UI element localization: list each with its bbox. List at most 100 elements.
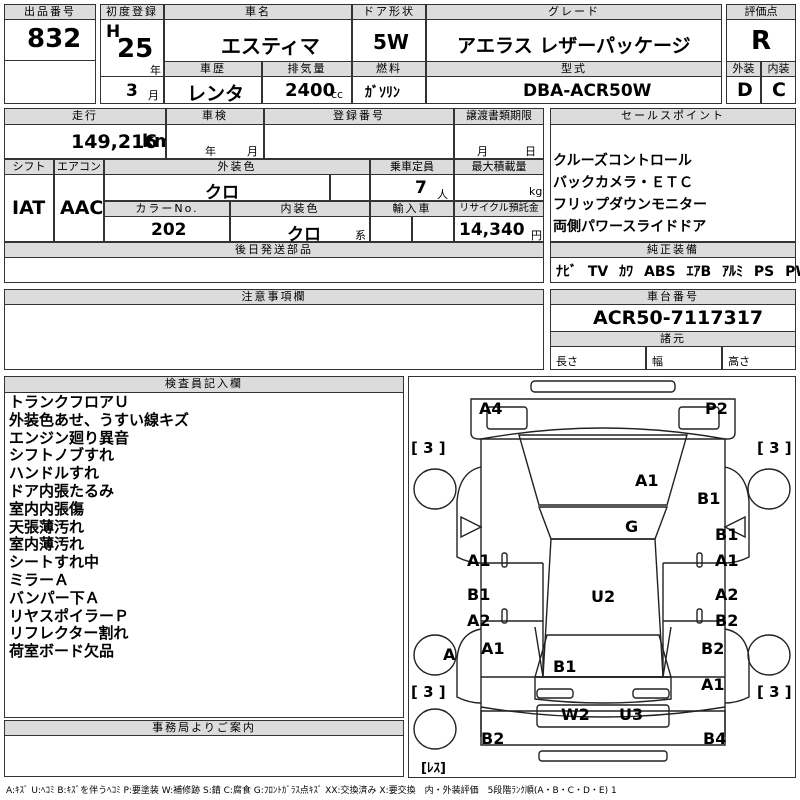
- ext-color-sub-cell: [330, 174, 370, 201]
- front-bumper-shape: [530, 380, 676, 393]
- tire-front-left: [413, 468, 457, 510]
- import-label: 輸入車: [370, 201, 454, 217]
- lot-number: 832: [27, 24, 82, 54]
- inspector-note: ハンドルすれ: [9, 464, 100, 483]
- interior-grade: C: [772, 79, 786, 101]
- left-door-lines: [481, 562, 543, 678]
- inspector-note: リフレクター割れ: [9, 624, 129, 643]
- color-no: 202: [151, 220, 187, 240]
- sales-points-box: クルーズコントロール バックカメラ・ＥＴＣ フリップダウンモニター 両側パワース…: [550, 124, 796, 242]
- door-label: ドア形状: [352, 4, 426, 20]
- year-unit: 年: [150, 64, 161, 77]
- later-parts-label: 後日発送部品: [4, 242, 544, 258]
- rear-body-edge: [480, 706, 726, 718]
- trunk-lid: [534, 676, 672, 704]
- aircon-label: エアコン: [54, 159, 104, 175]
- windshield: [537, 506, 669, 540]
- caution-label: 注意事項欄: [4, 289, 544, 305]
- tire-rear-right: [747, 634, 791, 676]
- spare-tire: [413, 708, 457, 750]
- right-mirror: [723, 515, 746, 539]
- left-front-handle: [501, 552, 508, 568]
- inspection-year-unit: 年: [205, 145, 216, 158]
- mark-left-rear-door-b: B1: [467, 585, 491, 604]
- rear-bumper-outline: [480, 710, 726, 746]
- caution-box: [4, 304, 544, 370]
- rear-right-light: [632, 688, 670, 699]
- mark-front-left-bumper: A4: [479, 399, 503, 418]
- ext-color: クロ: [205, 183, 239, 203]
- transfer-deadline-cell: 月 日: [454, 124, 544, 159]
- car-history: レンタ: [187, 83, 245, 105]
- sales-points-label: セールスポイント: [550, 108, 796, 125]
- capacity-cell: 7 人: [370, 174, 454, 201]
- inspector-note: シートすれ中: [9, 553, 100, 572]
- mileage: 149,216: [71, 131, 158, 153]
- right-door-lines: [663, 562, 725, 678]
- reg-month: 3: [126, 81, 138, 101]
- mark-roof: U2: [591, 587, 616, 606]
- recycle-label: リサイクル預託金: [454, 201, 544, 217]
- mark-rear-right-fender-a: A1: [701, 675, 725, 694]
- rear-left-fender: [456, 628, 482, 704]
- displacement-unit: cc: [331, 88, 344, 101]
- equipment-item: ﾅﾋﾞ: [556, 264, 577, 280]
- shift: IAT: [12, 197, 46, 219]
- max-load-unit: kg: [529, 185, 543, 198]
- mark-right-rear-door-b: B2: [715, 611, 739, 630]
- mark-rear-panel-w: W2: [561, 705, 590, 724]
- recycle-fee: 14,340: [459, 220, 525, 240]
- rear-plate-area: [536, 704, 670, 728]
- exterior-grade-label: 外装: [726, 61, 761, 77]
- damage-diagram: [ 3 ] [ 3 ] [ 3 ] [ 3 ] [ﾚｽ] A4 P2 A1 B1…: [408, 376, 796, 778]
- shift-label: シフト: [4, 159, 54, 175]
- equipment-list: ﾅﾋﾞ TV ｶﾜ ABS ｴｱB ｱﾙﾐ PS PW: [556, 261, 800, 281]
- mileage-unit: km: [142, 131, 173, 152]
- max-load-label: 最大積載量: [454, 159, 544, 175]
- grade-cell: アエラス レザーパッケージ: [426, 19, 722, 62]
- inspector-note: ミラーＡ: [9, 570, 70, 589]
- equipment-item: PS: [753, 264, 775, 280]
- lot-number-label: 出品番号: [4, 4, 96, 20]
- left-rear-handle: [501, 608, 508, 624]
- int-color-label: 内装色: [230, 201, 370, 217]
- height-label: 高さ: [728, 355, 750, 368]
- car-name-label: 車名: [164, 4, 352, 20]
- right-rear-handle: [696, 608, 703, 624]
- inspector-note: リヤスポイラーＰ: [9, 606, 130, 625]
- chassis-number: ACR50-7117317: [593, 307, 764, 329]
- inspection-cell: 年 月: [166, 124, 264, 159]
- mark-hood: A1: [635, 471, 659, 490]
- rear-right-fender: [724, 628, 750, 704]
- tire-tread-rl: [ 3 ]: [411, 683, 446, 701]
- mark-trunk: B1: [553, 657, 577, 676]
- inspector-note: ドア内張たるみ: [9, 481, 115, 500]
- mark-right-front-door-a: A1: [715, 551, 739, 570]
- mark-left-rear-door-a: A2: [467, 611, 491, 630]
- front-left-light: [486, 406, 528, 430]
- chassis-label: 車台番号: [550, 289, 796, 305]
- era: H: [106, 22, 121, 42]
- width-cell: 幅: [646, 346, 722, 370]
- spare-tire-label: [ﾚｽ]: [421, 761, 446, 776]
- mark-left-front-door: A1: [467, 551, 491, 570]
- inspector-note: エンジン廻り異音: [9, 428, 130, 447]
- mark-rear-left-fender: A1: [481, 639, 505, 658]
- transfer-month-unit: 月: [477, 145, 488, 158]
- fuel-cell: ｶﾞｿﾘﾝ: [352, 76, 426, 104]
- sales-point-item: バックカメラ・ＥＴＣ: [553, 175, 693, 191]
- equipment-item: ｴｱB: [686, 264, 712, 280]
- model-code-cell: DBA-ACR50W: [426, 76, 722, 104]
- mark-rear-panel-u: U3: [619, 705, 644, 724]
- ext-color-cell: クロ: [104, 174, 330, 203]
- score-cell: R: [726, 19, 796, 62]
- length-cell: 長さ: [550, 346, 646, 370]
- first-reg-label: 初度登録: [100, 4, 164, 20]
- fuel: ｶﾞｿﾘﾝ: [365, 85, 400, 101]
- mileage-label: 走行: [4, 108, 166, 125]
- exterior-grade: D: [737, 79, 753, 101]
- mark-windshield: G: [625, 517, 639, 536]
- displacement: 2400: [285, 80, 336, 101]
- tire-tread-rr: [ 3 ]: [757, 683, 792, 701]
- sales-point-item: 両側パワースライドドア: [553, 219, 707, 235]
